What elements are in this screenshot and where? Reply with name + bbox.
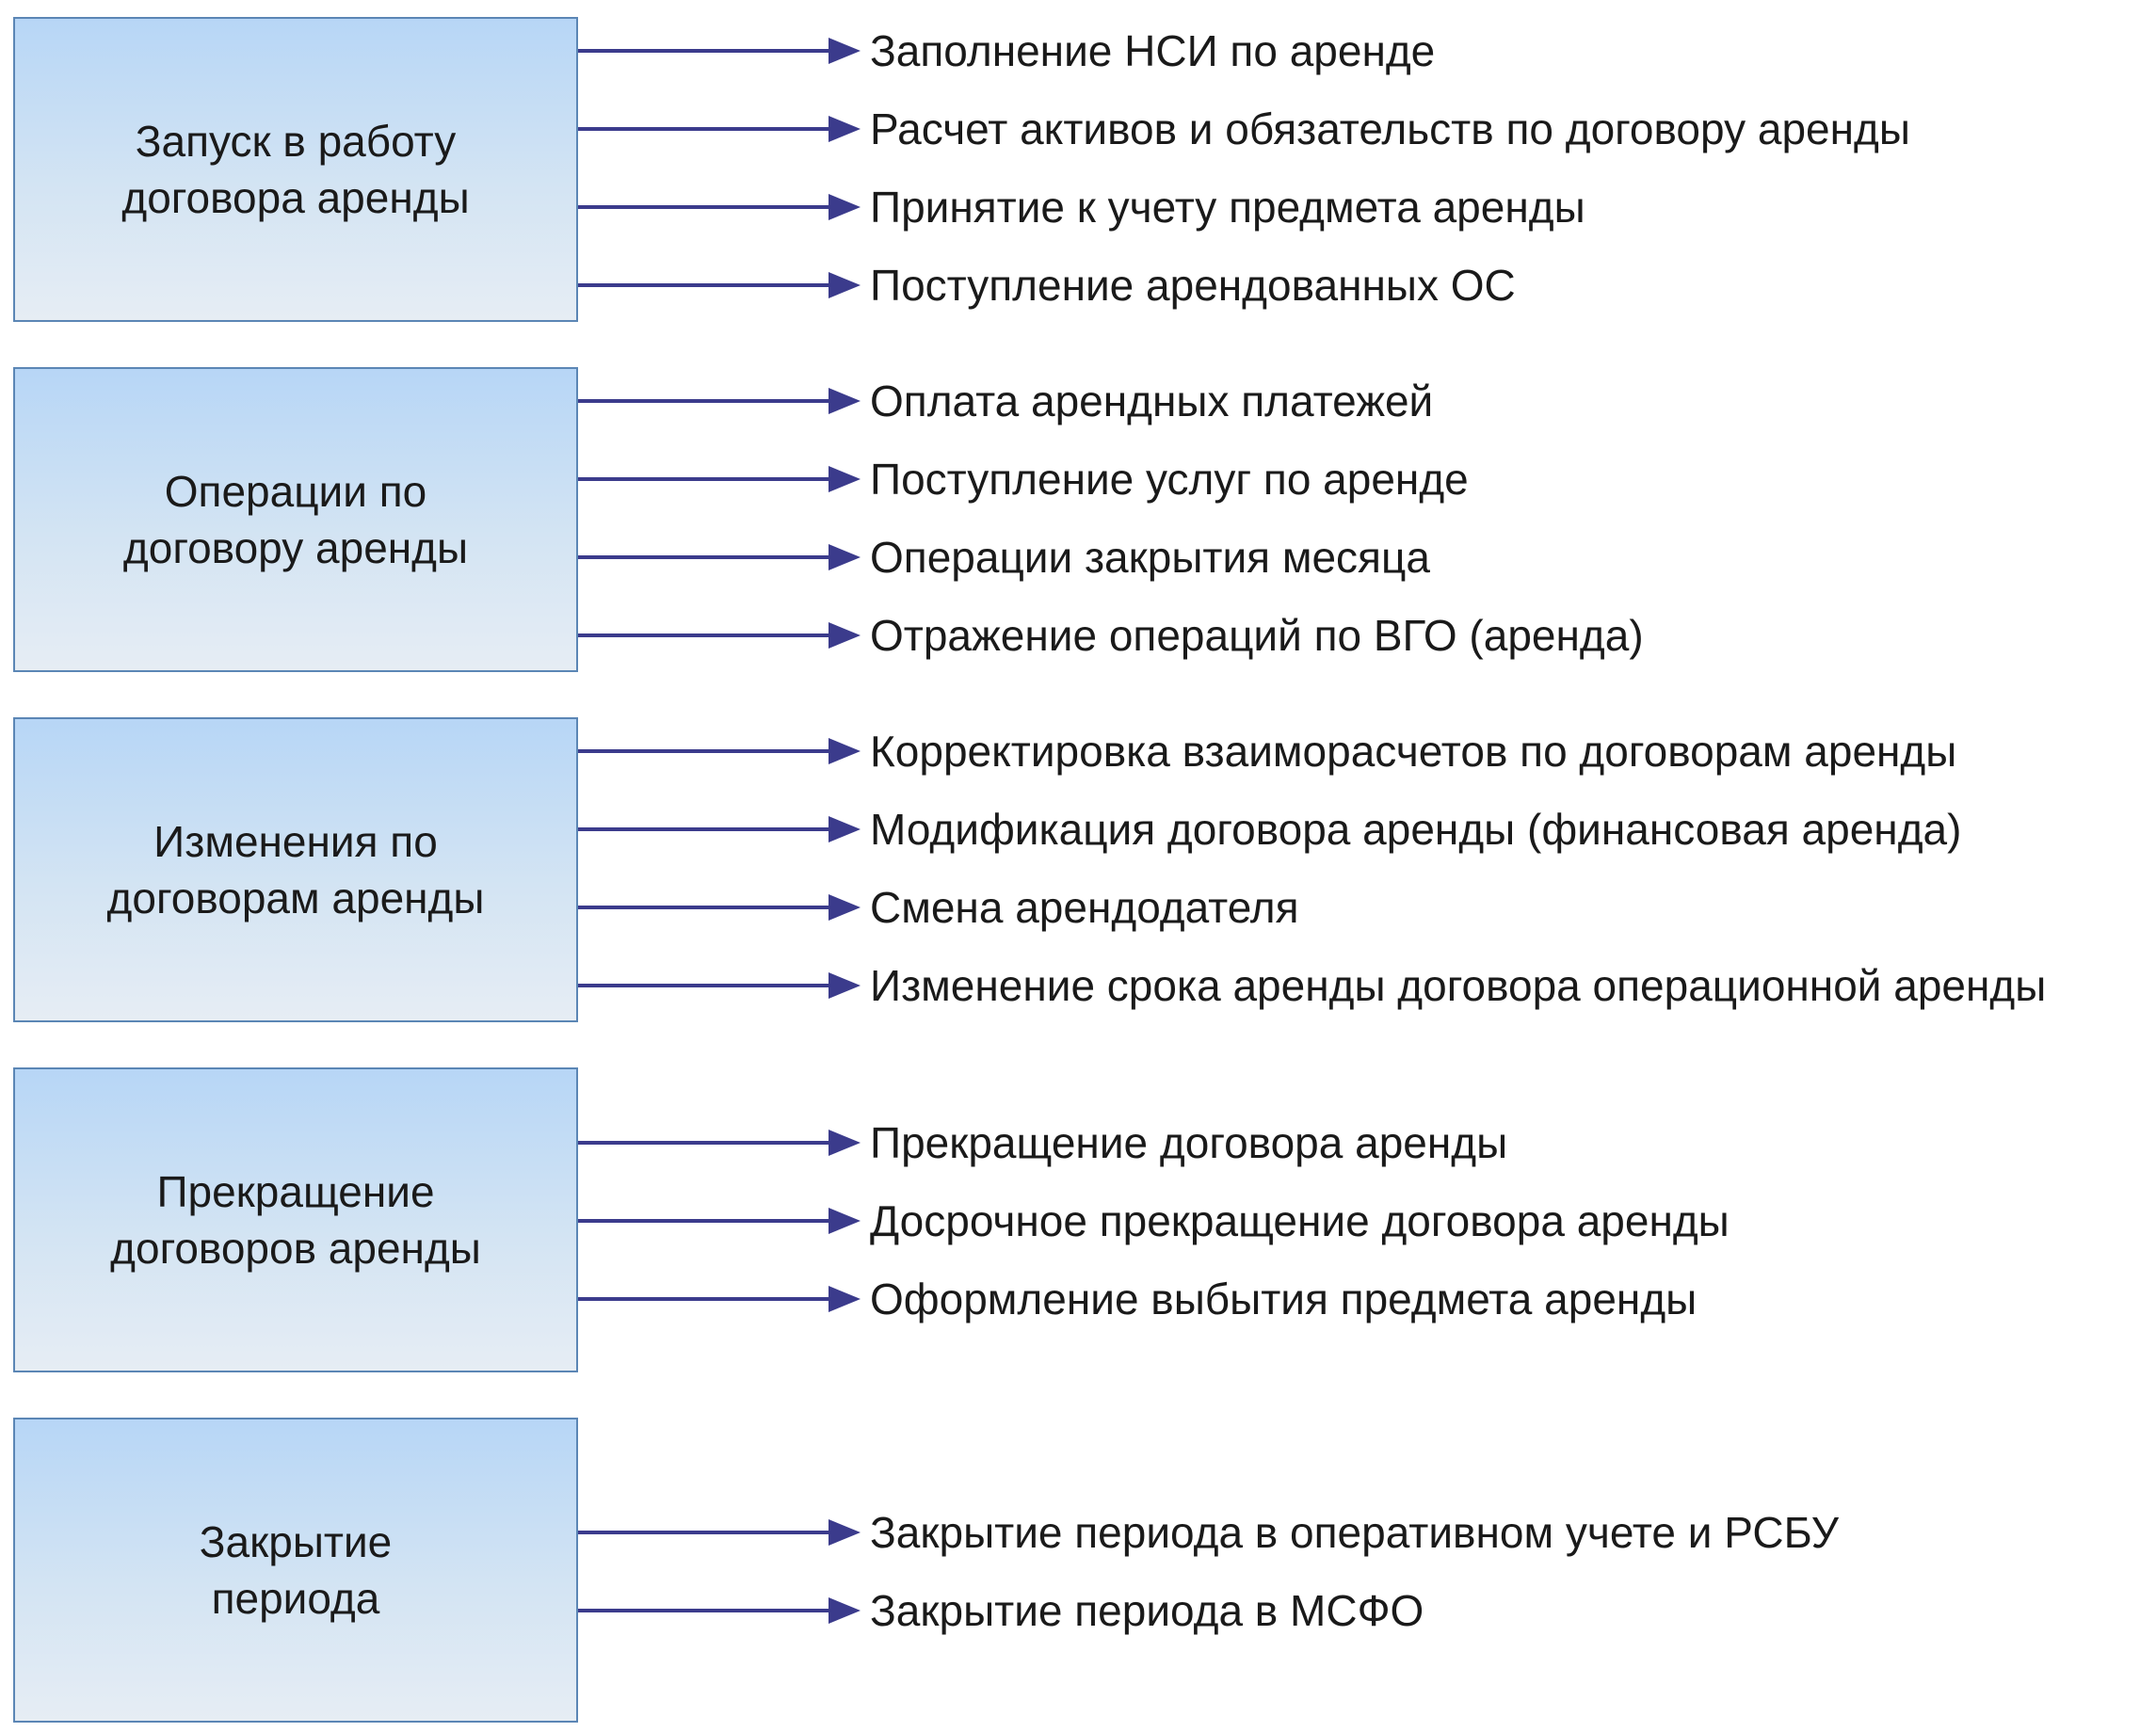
item-label: Поступление услуг по аренде bbox=[870, 455, 1469, 504]
item-label: Поступление арендованных ОС bbox=[870, 261, 1516, 310]
arrow-icon bbox=[578, 271, 861, 299]
arrow-icon bbox=[578, 1207, 861, 1235]
list-item[interactable]: Принятие к учету предмета аренды bbox=[578, 179, 1585, 235]
item-label: Изменение срока аренды договора операцио… bbox=[870, 961, 2047, 1010]
arrow-icon bbox=[578, 1596, 861, 1625]
list-item[interactable]: Смена арендодателя bbox=[578, 879, 1299, 936]
list-item[interactable]: Досрочное прекращение договора аренды bbox=[578, 1193, 1730, 1249]
list-item[interactable]: Заполнение НСИ по аренде bbox=[578, 23, 1435, 79]
list-item[interactable]: Оплата арендных платежей bbox=[578, 373, 1433, 429]
arrow-icon bbox=[578, 737, 861, 765]
list-item[interactable]: Закрытие периода в МСФО bbox=[578, 1582, 1424, 1639]
arrow-icon bbox=[578, 621, 861, 650]
group-box[interactable]: Изменения по договорам аренды bbox=[13, 717, 578, 1022]
arrow-icon bbox=[578, 1285, 861, 1313]
group-box[interactable]: Запуск в работу договора аренды bbox=[13, 17, 578, 322]
item-label: Оплата арендных платежей bbox=[870, 377, 1434, 425]
item-label: Заполнение НСИ по аренде bbox=[870, 26, 1436, 75]
group-title: Операции по договору аренды bbox=[122, 467, 469, 572]
item-label: Модификация договора аренды (финансовая … bbox=[870, 805, 1962, 854]
arrow-icon bbox=[578, 1129, 861, 1157]
item-label: Принятие к учету предмета аренды bbox=[870, 183, 1585, 232]
item-label: Операции закрытия месяца bbox=[870, 533, 1430, 582]
arrow-icon bbox=[578, 115, 861, 143]
list-item[interactable]: Оформление выбытия предмета аренды bbox=[578, 1271, 1697, 1327]
list-item[interactable]: Закрытие периода в оперативном учете и Р… bbox=[578, 1504, 1839, 1561]
list-item[interactable]: Расчет активов и обязательств по договор… bbox=[578, 101, 1910, 157]
item-label: Смена арендодателя bbox=[870, 883, 1299, 932]
arrow-icon bbox=[578, 387, 861, 415]
arrow-icon bbox=[578, 1518, 861, 1547]
arrow-icon bbox=[578, 893, 861, 922]
item-label: Прекращение договора аренды bbox=[870, 1118, 1508, 1167]
item-label: Корректировка взаиморасчетов по договора… bbox=[870, 727, 1957, 776]
list-item[interactable]: Операции закрытия месяца bbox=[578, 529, 1430, 585]
group-box[interactable]: Прекращение договоров аренды bbox=[13, 1067, 578, 1372]
group-box[interactable]: Закрытие периода bbox=[13, 1418, 578, 1723]
list-item[interactable]: Прекращение договора аренды bbox=[578, 1115, 1507, 1171]
list-item[interactable]: Поступление арендованных ОС bbox=[578, 257, 1516, 313]
list-item[interactable]: Корректировка взаиморасчетов по договора… bbox=[578, 723, 1956, 779]
list-item[interactable]: Поступление услуг по аренде bbox=[578, 451, 1469, 507]
group-title: Закрытие периода bbox=[199, 1517, 393, 1623]
arrow-icon bbox=[578, 815, 861, 843]
item-label: Закрытие периода в оперативном учете и Р… bbox=[870, 1508, 1840, 1557]
arrow-icon bbox=[578, 465, 861, 493]
group-title: Запуск в работу договора аренды bbox=[121, 117, 470, 222]
arrow-icon bbox=[578, 543, 861, 571]
group-title: Прекращение договоров аренды bbox=[110, 1167, 481, 1273]
item-label: Расчет активов и обязательств по договор… bbox=[870, 104, 1910, 153]
arrow-icon bbox=[578, 971, 861, 1000]
item-label: Досрочное прекращение договора аренды bbox=[870, 1196, 1730, 1245]
group-box[interactable]: Операции по договору аренды bbox=[13, 367, 578, 672]
item-label: Закрытие периода в МСФО bbox=[870, 1586, 1424, 1635]
item-label: Оформление выбытия предмета аренды bbox=[870, 1275, 1697, 1323]
list-item[interactable]: Отражение операций по ВГО (аренда) bbox=[578, 607, 1644, 664]
arrow-icon bbox=[578, 193, 861, 221]
item-label: Отражение операций по ВГО (аренда) bbox=[870, 611, 1644, 660]
list-item[interactable]: Модификация договора аренды (финансовая … bbox=[578, 801, 1961, 858]
list-item[interactable]: Изменение срока аренды договора операцио… bbox=[578, 957, 2046, 1014]
arrow-icon bbox=[578, 37, 861, 65]
group-title: Изменения по договорам аренды bbox=[106, 817, 485, 922]
